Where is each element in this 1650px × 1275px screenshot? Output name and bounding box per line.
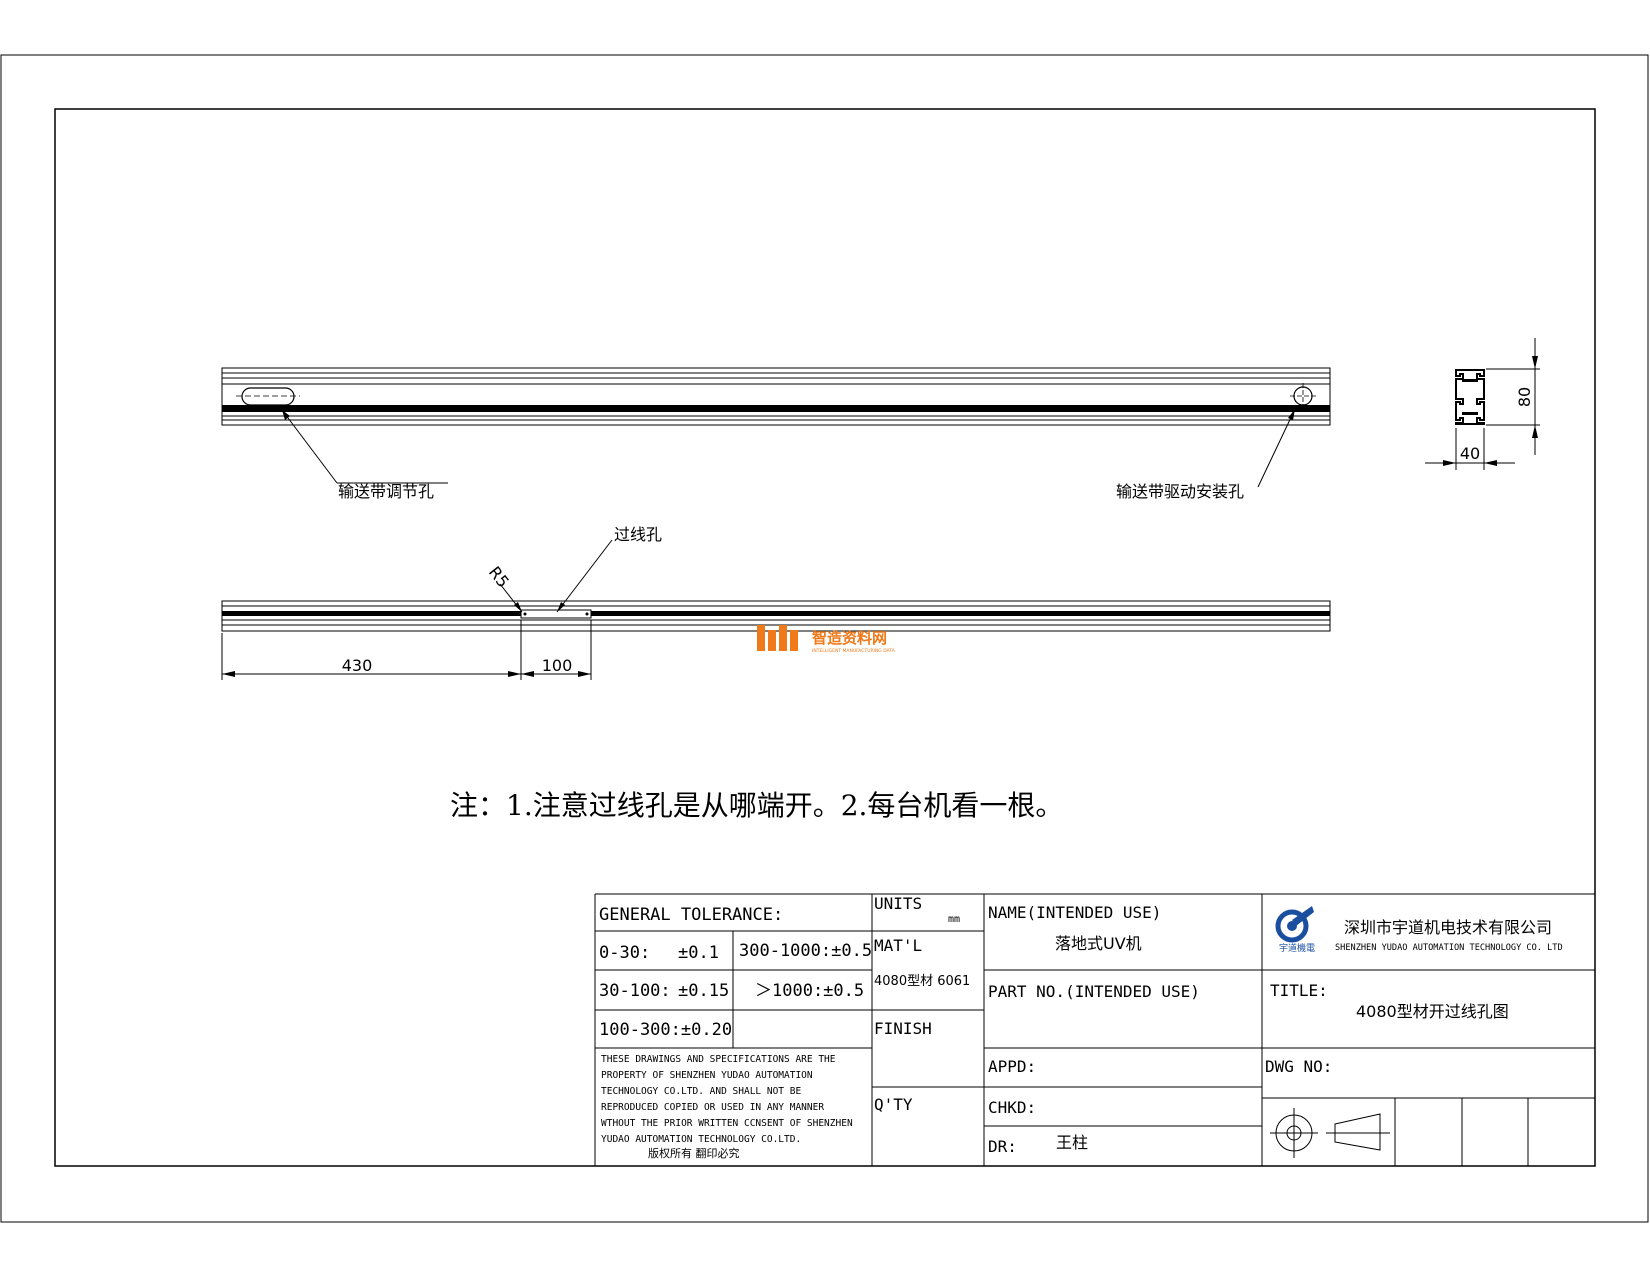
matl-value: 4080型材 6061	[874, 974, 970, 989]
rights-notice: 版权所有 翻印必究	[648, 1146, 740, 1160]
dim-profile-height	[1486, 338, 1540, 455]
tolerance-header: GENERAL TOLERANCE:	[599, 905, 783, 925]
title-value: 4080型材开过线孔图	[1356, 1002, 1509, 1021]
units-label: UNITS	[874, 894, 922, 913]
tol-gt-1000: ＞1000:±0.5	[755, 981, 864, 1001]
label-radius: R5	[485, 563, 513, 591]
wire-slot	[520, 609, 592, 619]
logo-caption: 宇道機電	[1279, 942, 1315, 954]
matl-label: MAT'L	[874, 936, 922, 955]
tol-0-30-label: 0-30:	[599, 943, 650, 963]
profile-cross-section	[1455, 369, 1485, 425]
tol-100-300: 100-300:±0.20	[599, 1020, 732, 1040]
dim-slot-length-value: 100	[542, 656, 573, 675]
leader-drive-hole	[1257, 408, 1296, 488]
title-label: TITLE:	[1270, 981, 1328, 1000]
chkd-label: CHKD:	[988, 1098, 1036, 1117]
dr-value: 王柱	[1056, 1133, 1088, 1152]
leader-radius	[499, 583, 523, 613]
tol-0-30-value: ±0.1	[678, 943, 719, 963]
profile-view-top	[221, 367, 1331, 426]
watermark-subtext: INTELLIGENT MANUFACTURING DATA	[812, 648, 896, 654]
units-value: mm	[948, 914, 960, 925]
appd-label: APPD:	[988, 1057, 1036, 1076]
dwg-no-label: DWG NO:	[1265, 1057, 1332, 1076]
label-drive-hole: 输送带驱动安装孔	[1116, 482, 1244, 501]
leader-adjust-hole	[281, 409, 448, 484]
drawing-note: 注：1.注意过线孔是从哪端开。2.每台机看一根。	[450, 789, 1063, 822]
watermark: 智造资料网 INTELLIGENT MANUFACTURING DATA	[757, 625, 896, 654]
tol-30-100-label: 30-100:	[599, 981, 671, 1001]
company-name-cn: 深圳市宇道机电技术有限公司	[1344, 918, 1552, 937]
dim-offset	[221, 620, 592, 680]
copyright-line: REPRODUCED COPIED OR USED IN ANY MANNER	[601, 1102, 824, 1113]
leader-wire-hole	[556, 539, 613, 613]
dr-label: DR:	[988, 1137, 1017, 1156]
label-wire-hole: 过线孔	[614, 525, 662, 544]
adjust-slot-hole	[241, 387, 295, 406]
dim-offset-value: 430	[342, 656, 373, 675]
inner-frame	[54, 108, 1596, 1167]
finish-label: FINISH	[874, 1019, 932, 1038]
company-logo-icon	[1275, 906, 1314, 943]
copyright-line: TECHNOLOGY CO.LTD. AND SHALL NOT BE	[601, 1086, 801, 1097]
tol-30-100-value: ±0.15	[678, 981, 729, 1001]
copyright-line: PROPERTY OF SHENZHEN YUDAO AUTOMATION	[601, 1070, 813, 1081]
drive-hole	[1293, 386, 1313, 406]
name-value: 落地式UV机	[1055, 934, 1142, 953]
dim-profile-width	[1425, 428, 1515, 470]
qty-label: Q'TY	[874, 1095, 913, 1114]
copyright-line: THESE DRAWINGS AND SPECIFICATIONS ARE TH…	[601, 1054, 836, 1065]
name-label: NAME(INTENDED USE)	[988, 903, 1161, 922]
projection-symbol-icon	[1270, 1108, 1390, 1158]
company-name-en: SHENZHEN YUDAO AUTOMATION TECHNOLOGY CO.…	[1335, 943, 1563, 953]
partno-label: PART NO.(INTENDED USE)	[988, 982, 1200, 1001]
profile-view-bottom	[221, 600, 1331, 632]
tol-300-1000: 300-1000:±0.5	[739, 941, 872, 961]
watermark-text: 智造资料网	[812, 629, 887, 647]
title-block-grid	[594, 893, 1595, 1166]
copyright-line: YUDAO AUTOMATION TECHNOLOGY CO.LTD.	[601, 1134, 801, 1145]
label-adjust-hole: 输送带调节孔	[338, 482, 434, 501]
dim-profile-height-value: 80	[1515, 387, 1534, 407]
outer-frame	[0, 54, 1649, 1223]
watermark-logo-icon	[757, 625, 798, 651]
dim-profile-width-value: 40	[1460, 444, 1480, 463]
copyright-line: WTHOUT THE PRIOR WRITTEN CCNSENT OF SHEN…	[601, 1118, 853, 1129]
